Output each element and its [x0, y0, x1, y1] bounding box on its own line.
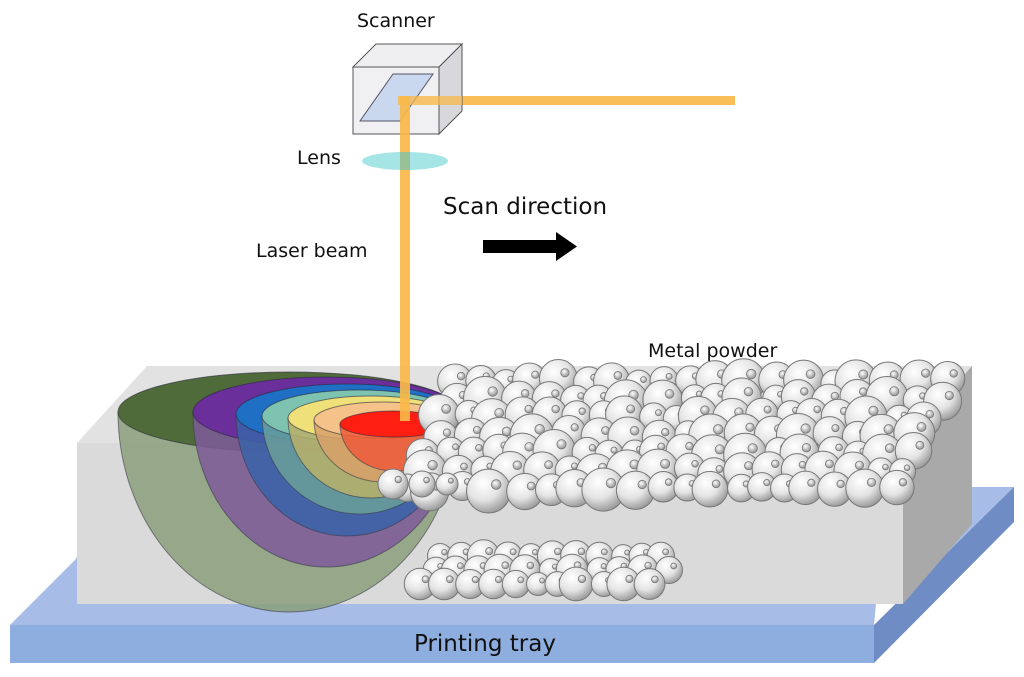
powder-particle: [435, 472, 459, 496]
powder-particle: [615, 470, 656, 510]
subsurface-powder-particle: [633, 568, 666, 600]
laser-beam-vertical: [400, 96, 410, 421]
label-scan-direction: Scan direction: [443, 194, 608, 220]
powder-particle: [816, 471, 853, 507]
subsurface-powder: [403, 539, 683, 602]
subsurface-powder-particle: [455, 568, 486, 600]
powder-particle: [377, 468, 409, 500]
label-lens: Lens: [297, 147, 341, 169]
scan-direction-arrow-icon: [483, 232, 577, 261]
subsurface-powder-particle: [525, 571, 551, 597]
laser-beam-horizontal-overlay: [398, 96, 462, 105]
label-metal-powder: Metal powder: [648, 340, 778, 362]
powder-particle: [691, 470, 729, 508]
powder-particle: [408, 470, 436, 498]
subsurface-powder-particle: [558, 566, 594, 602]
subsurface-powder-particle: [501, 569, 531, 599]
powder-particle: [581, 467, 626, 512]
powder-particle: [879, 469, 915, 506]
laser-beam-horizontal: [398, 96, 735, 105]
melt-pool: [117, 371, 461, 613]
powder-particle: [466, 468, 511, 514]
scanner-mirror: [359, 73, 434, 122]
powder-particle: [747, 472, 777, 502]
label-laser-beam: Laser beam: [256, 240, 368, 262]
tray-front-face: [10, 625, 874, 663]
label-scanner: Scanner: [357, 10, 435, 32]
powder-particle: [506, 472, 544, 511]
label-printing-tray: Printing tray: [414, 631, 556, 657]
lens-beam-overlap: [400, 152, 410, 170]
tray-side-face: [874, 487, 1014, 663]
powder-particle: [845, 468, 885, 508]
metal-powder-layer: [377, 358, 966, 514]
